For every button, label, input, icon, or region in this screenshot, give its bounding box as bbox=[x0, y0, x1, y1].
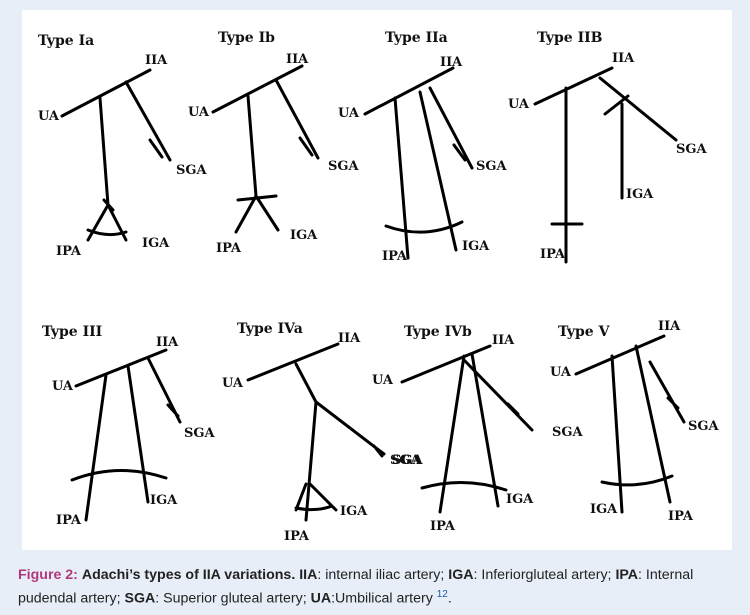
label-iga: IGA bbox=[506, 492, 534, 507]
label-iga: IGA bbox=[626, 187, 654, 202]
label-sga: SGA bbox=[176, 163, 207, 178]
figure-label: Figure 2: bbox=[18, 567, 78, 583]
label-ipa: IPA bbox=[216, 241, 242, 256]
diagram-title: Type Ib bbox=[218, 30, 275, 46]
label-iia: IIA bbox=[658, 319, 681, 334]
label-iga: IGA bbox=[340, 504, 368, 519]
iia-variation-diagrams: Type Ia IIA UA SGA IGA IPA Type Ib IIA U… bbox=[22, 10, 732, 550]
diagram-type-v: Type V IIA UA SGA SGA IGA IPA bbox=[550, 319, 719, 524]
abbr-iia: IIA bbox=[299, 567, 318, 583]
label-iia: IIA bbox=[286, 52, 309, 67]
label-ua: UA bbox=[338, 106, 360, 121]
diagram-type-ia: Type Ia IIA UA SGA IGA IPA bbox=[38, 33, 207, 259]
label-ipa: IPA bbox=[56, 244, 82, 259]
label-iia: IIA bbox=[338, 331, 361, 346]
diagram-type-iia: Type IIa IIA UA SGA IGA IPA bbox=[338, 30, 507, 264]
diagram-title: Type III bbox=[42, 324, 102, 340]
label-ipa: IPA bbox=[430, 519, 456, 534]
label-ipa: IPA bbox=[668, 509, 694, 524]
label-sga: SGA bbox=[392, 453, 423, 468]
label-iia: IIA bbox=[156, 335, 179, 350]
label-ua: UA bbox=[188, 105, 210, 120]
label-ua: UA bbox=[52, 379, 74, 394]
label-iga: IGA bbox=[290, 228, 318, 243]
label-ipa: IPA bbox=[382, 249, 408, 264]
abbr-ua: UA bbox=[310, 590, 332, 607]
reference-link[interactable]: 12 bbox=[436, 589, 448, 600]
label-iga: IGA bbox=[142, 236, 170, 251]
figure-panel: Type Ia IIA UA SGA IGA IPA Type Ib IIA U… bbox=[22, 10, 732, 550]
diagram-title: Type IVa bbox=[237, 321, 303, 337]
label-iia: IIA bbox=[612, 51, 635, 66]
label-sga: SGA bbox=[184, 426, 215, 441]
label-iia: IIA bbox=[440, 55, 463, 70]
caption-end: . bbox=[447, 590, 452, 607]
label-ua: UA bbox=[222, 376, 244, 391]
abbr-sga: SGA bbox=[124, 590, 156, 607]
label-sga-origin: SGA bbox=[552, 425, 583, 440]
label-iga: IGA bbox=[590, 502, 618, 517]
diagram-type-ib: Type Ib IIA UA SGA IGA IPA bbox=[188, 30, 359, 256]
figure-caption: Figure 2: Adachi’s types of IIA variatio… bbox=[18, 566, 733, 609]
diagram-title: Type IVb bbox=[404, 324, 472, 340]
label-ua: UA bbox=[550, 365, 572, 380]
diagram-type-iib: Type IIB IIA UA SGA IGA IPA bbox=[508, 30, 707, 264]
figure-background bbox=[22, 10, 732, 550]
label-ipa: IPA bbox=[284, 529, 310, 544]
desc-iga: : Inferiorgluteal artery; bbox=[473, 567, 616, 583]
label-sga: SGA bbox=[390, 453, 421, 468]
label-sga: SGA bbox=[328, 159, 359, 174]
label-iga: IGA bbox=[462, 239, 490, 254]
desc-iia: : internal iliac artery; bbox=[317, 567, 449, 583]
label-ua: UA bbox=[372, 373, 394, 388]
label-ua: UA bbox=[38, 109, 60, 124]
diagram-type-iii: Type III IIA UA SGA IGA IPA bbox=[42, 324, 215, 528]
label-ua: UA bbox=[508, 97, 530, 112]
abbr-ipa: IPA bbox=[615, 567, 639, 583]
diagram-title: Type Ia bbox=[38, 33, 94, 49]
label-sga: SGA bbox=[676, 142, 707, 157]
diagram-title: Type IIa bbox=[385, 30, 448, 46]
caption-title: Adachi’s types of IIA variations. bbox=[81, 567, 296, 583]
label-sga: SGA bbox=[688, 419, 719, 434]
label-ipa: IPA bbox=[56, 513, 82, 528]
diagram-title: Type IIB bbox=[537, 30, 603, 46]
desc-ipa: : Internal pudendal artery; bbox=[18, 567, 694, 607]
desc-sga: : Superior gluteal artery; bbox=[155, 590, 311, 607]
diagram-type-ivb: Type IVb IIA UA SGA IGA IPA bbox=[372, 324, 534, 534]
abbr-iga: IGA bbox=[448, 567, 474, 583]
diagram-title: Type V bbox=[558, 324, 611, 340]
label-ipa: IPA bbox=[540, 247, 566, 262]
diagram-type-iva: Type IVa IIA UA SGA IGA IPA bbox=[222, 321, 421, 544]
desc-ua: :Umbilical artery bbox=[331, 590, 437, 607]
label-iia: IIA bbox=[492, 333, 515, 348]
label-iia: IIA bbox=[145, 53, 168, 68]
label-iga: IGA bbox=[150, 493, 178, 508]
label-sga: SGA bbox=[476, 159, 507, 174]
